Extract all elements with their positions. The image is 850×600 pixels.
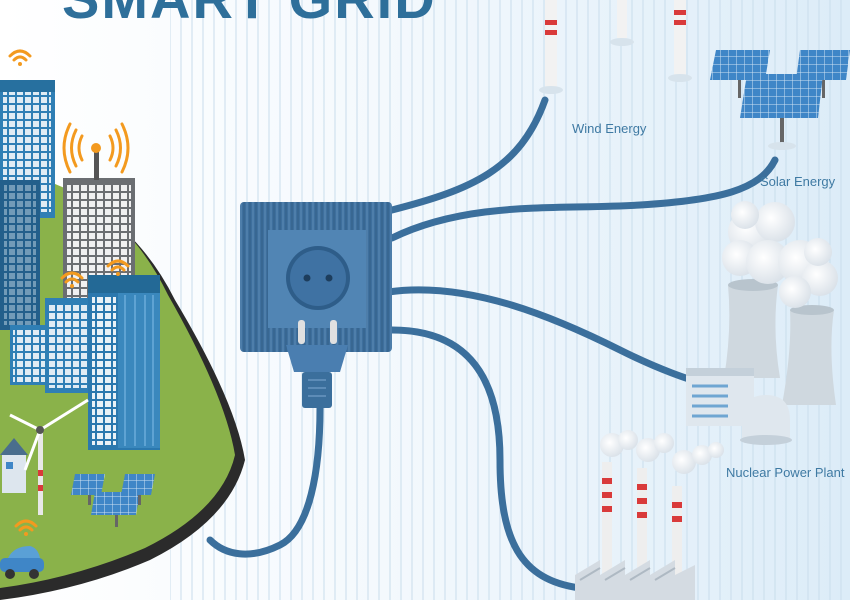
page-title: SMART GRID <box>62 0 437 31</box>
wifi-icon <box>8 49 32 66</box>
nuclear-power-plant <box>686 201 838 445</box>
wifi-icon <box>106 259 130 276</box>
nuclear-power-plant-label: Nuclear Power Plant <box>726 465 845 480</box>
cable-wind <box>388 96 549 214</box>
wifi-icon <box>14 519 38 536</box>
solar-energy-label: Solar Energy <box>760 174 836 189</box>
city-buildings <box>0 80 160 450</box>
house-icon <box>0 438 28 493</box>
wifi-icons <box>8 49 130 536</box>
power-cables <box>206 96 779 592</box>
wind-energy-label: Wind Energy <box>572 121 647 136</box>
cable-solar <box>388 156 779 242</box>
island-extras <box>0 398 155 579</box>
wifi-icon <box>60 271 84 288</box>
cable-factory <box>388 326 584 592</box>
power-plug <box>286 320 348 408</box>
electric-car-icon <box>0 546 44 579</box>
power-socket <box>240 202 392 352</box>
wind-turbine-icon <box>9 398 89 515</box>
solar-farm <box>710 50 850 150</box>
signal-waves-icon <box>62 122 130 174</box>
factory <box>575 430 724 600</box>
cable-city <box>206 404 324 558</box>
cable-nuclear <box>384 286 704 386</box>
solar-panels-icon <box>71 474 155 527</box>
wind-farm <box>539 0 692 94</box>
